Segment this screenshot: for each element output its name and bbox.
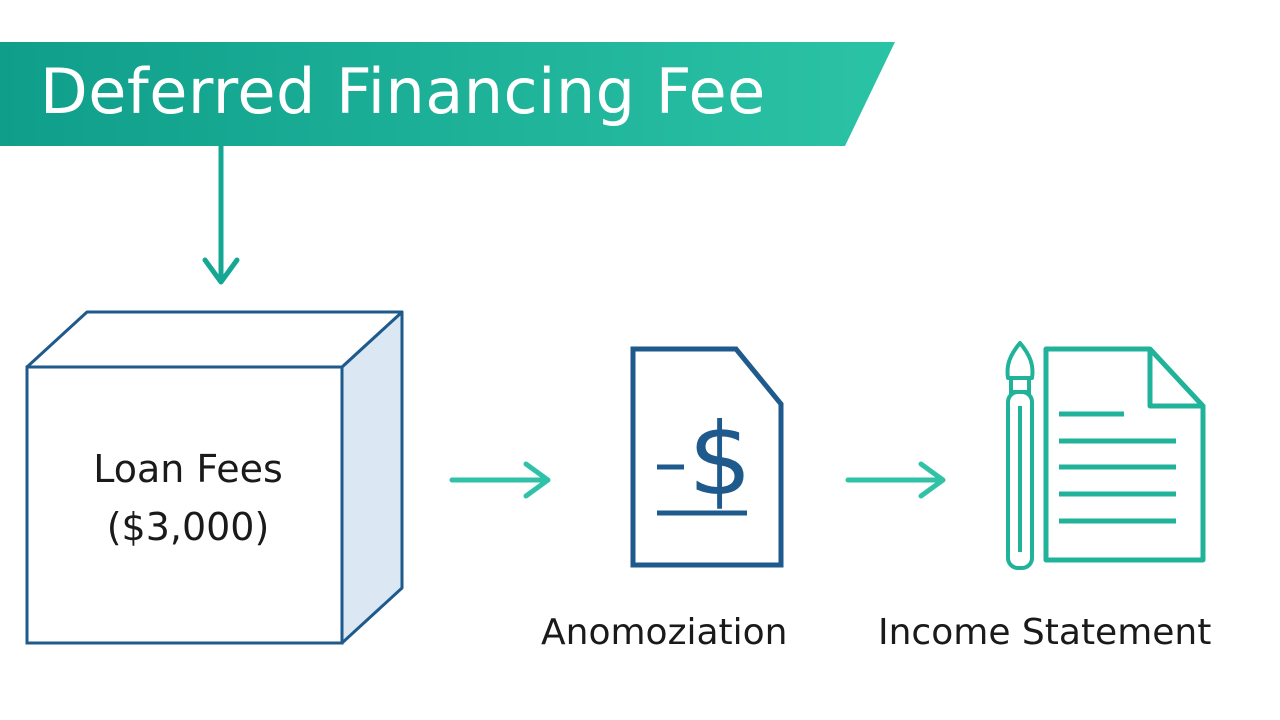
box-side-face bbox=[340, 310, 404, 645]
loan-fees-box bbox=[25, 310, 404, 645]
arrow-to-amortization bbox=[449, 461, 551, 499]
box-top-face bbox=[25, 310, 404, 369]
title-banner bbox=[0, 42, 895, 146]
box-label-line1: Loan Fees bbox=[93, 447, 283, 491]
box-label-line2: ($3,000) bbox=[106, 505, 270, 549]
step-label-amortization: Anomoziation bbox=[541, 612, 788, 653]
down-arrow bbox=[202, 146, 240, 285]
arrow-to-income-statement bbox=[845, 461, 946, 499]
step-label-income-statement: Income Statement bbox=[878, 612, 1212, 653]
svg-text:$: $ bbox=[688, 401, 752, 518]
pen-document-icon bbox=[1005, 341, 1206, 570]
box-front-face bbox=[25, 365, 344, 645]
page-title: Deferred Financing Fee bbox=[40, 55, 766, 128]
pen-icon bbox=[1005, 341, 1035, 570]
dollar-document-icon: $ bbox=[630, 346, 784, 568]
